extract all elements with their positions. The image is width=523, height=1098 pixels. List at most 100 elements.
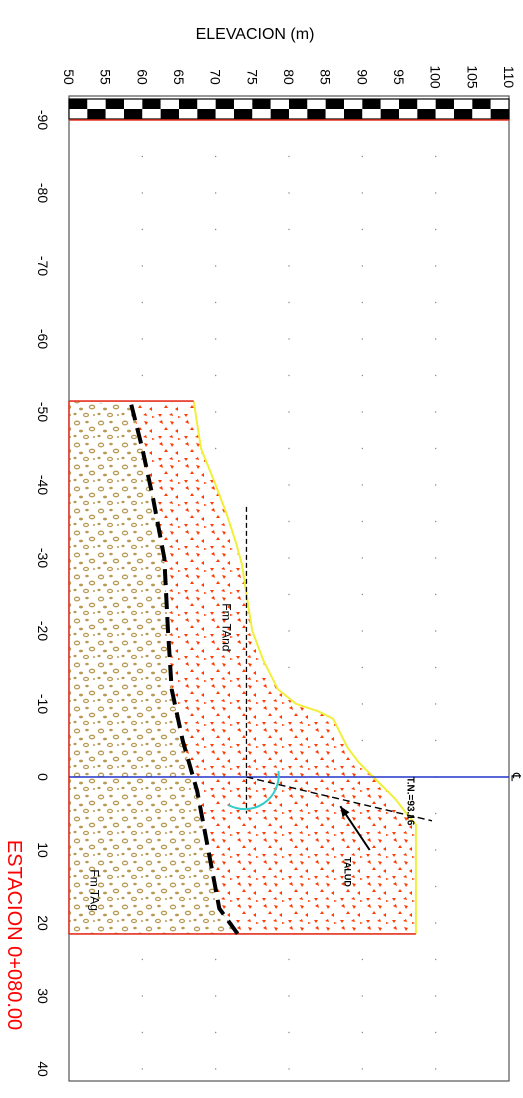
elevation-tick-label: 55 [98,69,114,85]
grid-dot [288,375,289,376]
ruler-block [472,109,490,119]
ruler-block [197,99,215,109]
ruler-block [271,99,289,109]
grid-dot [435,265,436,266]
grid-dot [435,156,436,157]
ruler-block [491,109,509,119]
lower-unit-label: Fm TAg [88,869,102,911]
grid-dot [362,156,363,157]
elevation-axis-title: ELEVACION (m) [196,26,315,43]
centerline-symbol: ℄ [509,772,523,782]
offset-tick-label: -10 [35,694,51,714]
elevation-tick-label: 80 [281,69,297,85]
ruler-block [124,109,142,119]
grid-dot [215,411,216,412]
grid-dot [435,849,436,850]
grid-dot [435,448,436,449]
grid-dot [288,338,289,339]
ruler-block [454,109,472,119]
grid-dot [362,192,363,193]
ruler-block [344,109,362,119]
offset-tick-label: -80 [35,183,51,203]
grid-dot [435,229,436,230]
grid-dot [142,229,143,230]
ruler-block [381,109,399,119]
offset-tick-label: 10 [35,842,51,858]
grid-dot [288,594,289,595]
grid-dot [288,484,289,485]
ruler-block [142,109,160,119]
elevation-tick-label: 60 [134,69,150,85]
grid-dot [435,521,436,522]
grid-dot [435,886,436,887]
offset-tick-label: 30 [35,988,51,1004]
ruler-block [289,99,307,109]
grid-dot [288,557,289,558]
elevation-tick-label: 65 [171,69,187,85]
grid-dot [215,229,216,230]
grid-dot [362,229,363,230]
ruler-block [307,109,325,119]
grid-dot [435,557,436,558]
offset-tick-label: -20 [35,621,51,641]
elevation-tick-label: 85 [318,69,334,85]
grid-dot [362,484,363,485]
grid-dot [362,265,363,266]
offset-tick-label: -60 [35,329,51,349]
grid-dot [142,959,143,960]
grid-dot [435,1068,436,1069]
ruler-block [454,99,472,109]
ruler-block [161,109,179,119]
grid-dot [142,302,143,303]
grid-dot [435,338,436,339]
grid-dot [362,594,363,595]
grid-dot [288,995,289,996]
grid-dot [362,557,363,558]
ruler-block [399,109,417,119]
grid-dot [362,1068,363,1069]
grid-dot [435,922,436,923]
grid-dot [435,703,436,704]
ruler-block [472,99,490,109]
ruler-block [106,99,124,109]
ruler-block [252,99,270,109]
grid-dot [288,1068,289,1069]
grid-dot [142,156,143,157]
offset-tick-label: -30 [35,548,51,568]
ruler-block [106,109,124,119]
grid-dot [288,448,289,449]
grid-dot [288,411,289,412]
ruler-block [307,99,325,109]
grid-dot [362,411,363,412]
grid-dot [362,448,363,449]
grid-dot [288,265,289,266]
tn-elevation-label: T.N.=93.16 [405,777,416,826]
elevation-tick-label: 90 [354,69,370,85]
ruler-block [87,99,105,109]
grid-dot [142,995,143,996]
grid-dot [362,630,363,631]
grid-dot [142,1032,143,1033]
ruler-block [491,99,509,109]
elevation-tick-label: 105 [464,65,480,89]
ruler-block [436,109,454,119]
grid-dot [435,667,436,668]
upper-unit-label: Fm TAnd [220,603,234,651]
ruler-block [234,109,252,119]
elevation-tick-label: 75 [244,69,260,85]
grid-dot [288,667,289,668]
offset-tick-label: 0 [35,773,51,781]
offset-tick-label: -40 [35,475,51,495]
grid-dot [362,740,363,741]
grid-dot [362,1032,363,1033]
grid-dot [362,302,363,303]
ruler-block [399,99,417,109]
grid-dot [435,630,436,631]
elevation-tick-label: 50 [61,69,77,85]
grid-dot [215,192,216,193]
elevation-tick-label: 70 [208,69,224,85]
grid-dot [362,338,363,339]
grid-dot [362,667,363,668]
grid-dot [215,1068,216,1069]
grid-dot [435,484,436,485]
